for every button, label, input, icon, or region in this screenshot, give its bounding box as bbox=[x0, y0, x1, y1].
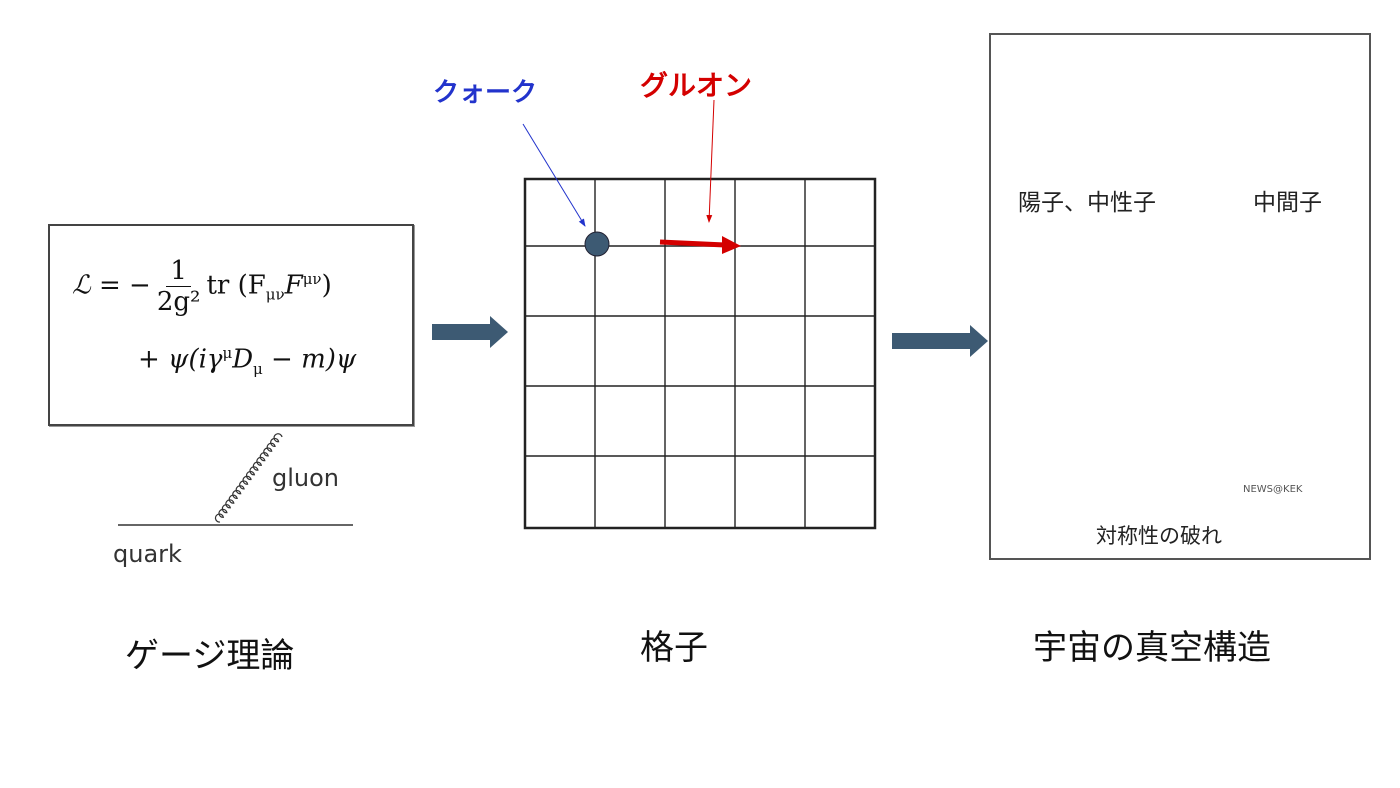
eq-sub2: μ bbox=[253, 359, 263, 378]
gluon-pointer bbox=[706, 99, 715, 223]
caption-lattice: 格子 bbox=[640, 628, 708, 668]
quark-label: quark bbox=[113, 540, 182, 568]
equation-line-2: + ψ(iγμDμ − m)ψ bbox=[138, 344, 356, 378]
eq-close: ) bbox=[321, 270, 332, 301]
eq-sub: μν bbox=[265, 285, 285, 304]
eq-sup2: μ bbox=[222, 344, 233, 362]
eq-den: 2g² bbox=[156, 287, 201, 317]
arrow-right-1 bbox=[432, 316, 508, 348]
eq-f: F bbox=[284, 270, 303, 301]
lattice-gluon-label: グルオン bbox=[640, 69, 753, 102]
gluon-coil bbox=[214, 433, 283, 523]
eq-num: 1 bbox=[166, 256, 191, 287]
news-kek-credit: NEWS@KEK bbox=[1243, 484, 1303, 495]
eq-sup: μν bbox=[302, 269, 322, 288]
lattice-quark-label: クォーク bbox=[433, 78, 538, 108]
proton-neutron-label: 陽子、中性子 bbox=[1018, 190, 1156, 216]
quark-dot bbox=[584, 231, 610, 257]
caption-vacuum-structure: 宇宙の真空構造 bbox=[1033, 628, 1271, 668]
caption-gauge-theory: ゲージ理論 bbox=[125, 636, 295, 676]
quark-pointer bbox=[522, 123, 586, 227]
eq-lhs: ℒ = − bbox=[72, 270, 151, 301]
feynman-diagram bbox=[118, 433, 353, 526]
gluon-link-arrow bbox=[659, 236, 741, 254]
meson-label: 中間子 bbox=[1253, 190, 1322, 216]
gluon-label: gluon bbox=[272, 464, 340, 492]
eq-line2: + ψ(iγ bbox=[138, 344, 223, 375]
eq-d: D bbox=[232, 344, 254, 375]
eq-tr: tr (F bbox=[206, 270, 266, 301]
eq-line2-rest: − m)ψ bbox=[262, 344, 357, 375]
arrow-right-2 bbox=[892, 325, 988, 357]
vacuum-structure-box: 陽子、中性子 中間子 NEWS@KEK 対称性の破れ bbox=[989, 33, 1371, 560]
symmetry-breaking-label: 対称性の破れ bbox=[1096, 524, 1222, 548]
lattice-grid bbox=[523, 177, 877, 530]
